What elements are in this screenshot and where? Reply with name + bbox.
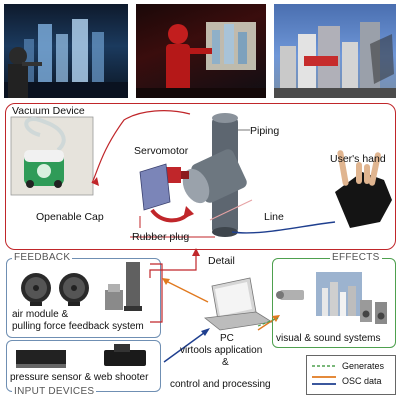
screen-city-icon [316,272,362,316]
legend-generates-label: Generates [342,361,385,371]
line-label: Line [264,211,284,223]
speaker-icon-right [375,302,387,324]
pc-line2: & [222,357,229,368]
photo-3-scene [274,22,396,98]
feedback-caption-line2: pulling force feedback system [12,321,144,332]
osc-arrowhead-effects [272,315,280,322]
users-hand-label: User's hand [330,153,386,165]
generates-arrow-to-effects [257,317,279,327]
vacuum-hose-line [91,110,191,184]
fan-icon-left [21,273,51,306]
input-devices-caption: pressure sensor & web shooter [10,372,149,383]
input-arrowhead [201,328,210,336]
photo-2-scene [136,22,266,98]
servomotor-illustration [165,167,189,183]
feedback-caption-line1: air module & [12,309,69,320]
laptop-icon [204,277,274,331]
projector-icon [276,290,304,300]
servomotor-label: Servomotor [134,145,189,157]
photo-1-scene [4,19,128,98]
rotation-arrowhead [183,206,194,219]
pulling-device-icon [105,262,142,311]
photo-user-in-red-suit [136,4,266,98]
rubber-plug-label: Rubber plug [132,231,190,243]
osc-arrowhead-feedback [162,278,170,285]
pull-line [231,221,336,234]
photo-user-in-city-projection [4,4,128,98]
pc-line1: virtools application [180,345,263,356]
piping-illustration [182,113,247,237]
rotation-arrow [150,208,190,223]
feedback-bracket [150,263,163,323]
legend-frame [306,355,396,395]
pc-label: PC [220,333,234,344]
hose-arrowhead [92,177,99,186]
openable-cap-label: Openable Cap [36,211,104,223]
pc-line3: control and processing [170,379,271,390]
openable-cap-plate [139,163,171,211]
detail-label: Detail [208,255,235,267]
fan-icon-right [59,273,89,306]
user-hand-illustration [335,150,392,228]
detail-arrowhead [192,248,200,256]
vacuum-device-photo [10,116,94,196]
detail-connector [149,252,197,278]
osc-arrow-to-feedback [163,279,209,303]
line-leader [209,199,253,221]
speaker-icon-left [360,300,372,322]
pressure-sensor-icon [16,350,66,368]
web-shooter-icon [104,344,146,366]
feedback-frame [6,258,161,338]
feedback-heading: FEEDBACK [12,252,73,263]
input-arrow-to-pc [163,329,209,363]
photo-virtual-city-render [274,4,396,98]
vacuum-device-label: Vacuum Device [12,105,85,117]
piping-label: Piping [250,125,280,137]
legend-osc-label: OSC data [342,376,382,386]
effects-heading: EFFECTS [330,252,382,263]
input-devices-heading: INPUT DEVICES [12,386,97,397]
effects-caption: visual & sound systems [276,333,381,344]
